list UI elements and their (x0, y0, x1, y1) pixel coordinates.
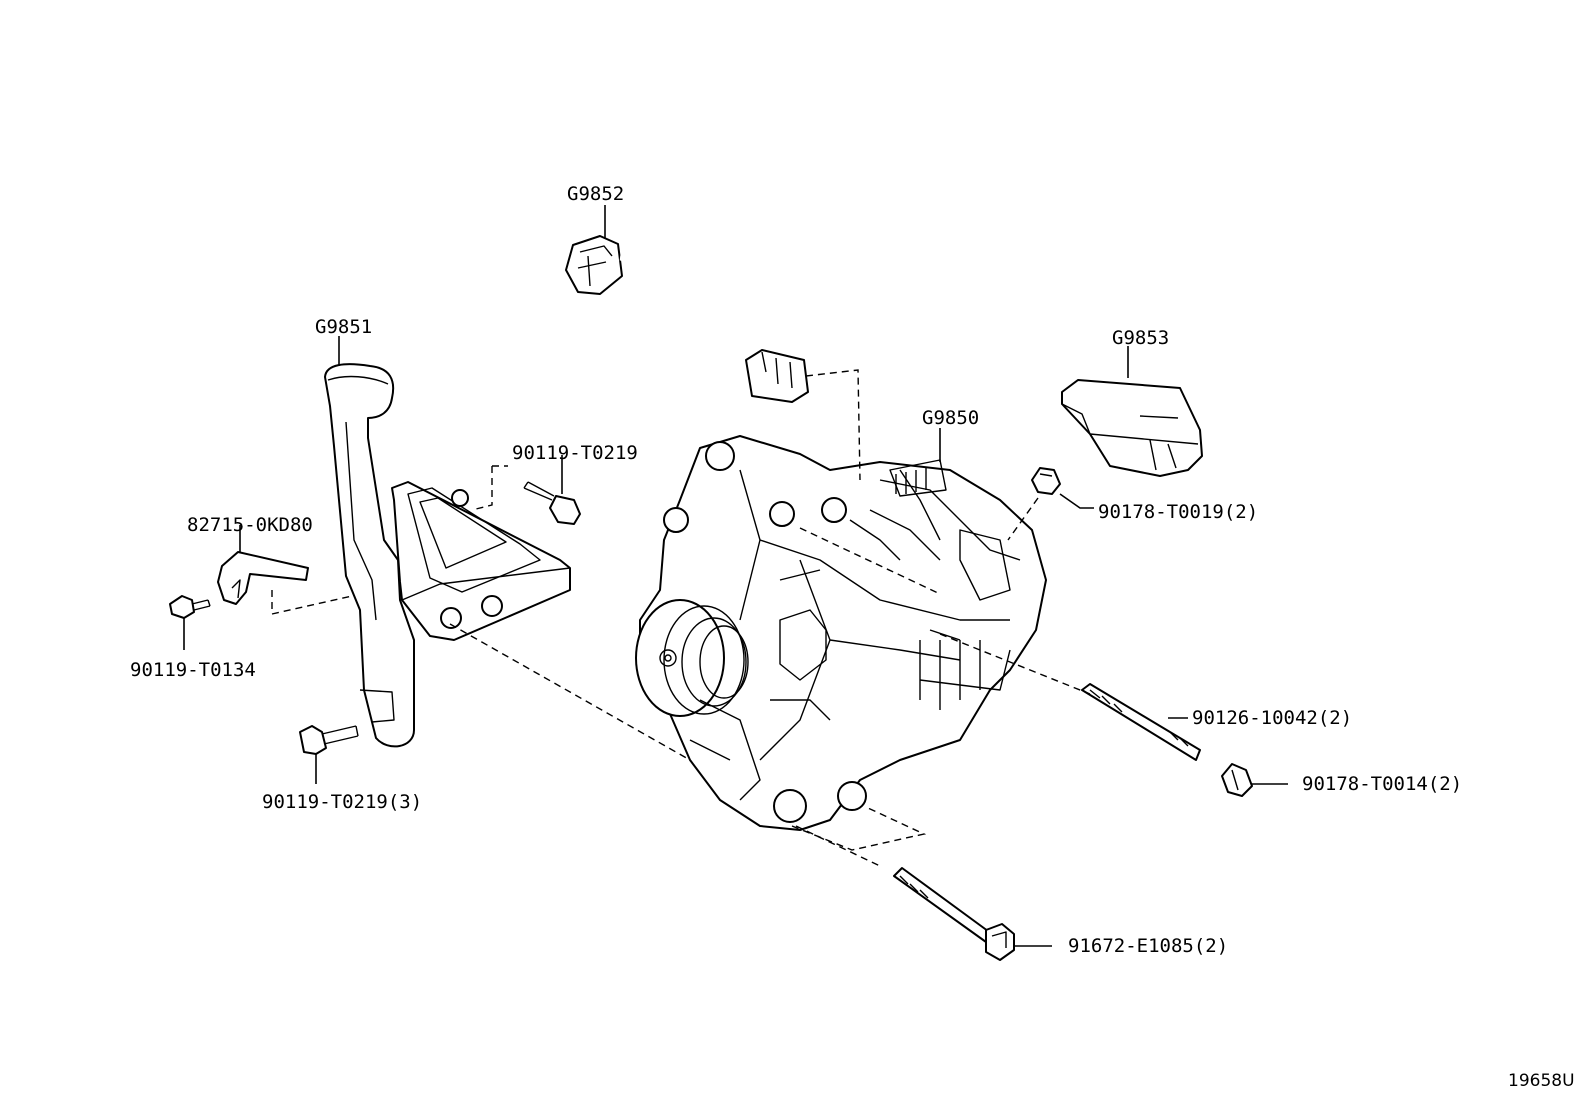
label-82715-0kd80: 82715-0KD80 (187, 514, 313, 536)
wire-harness-g9852[interactable] (565, 235, 809, 403)
diagram-code: 19658U (1508, 1071, 1575, 1091)
label-90119-t0134: 90119-T0134 (130, 659, 256, 681)
cover-g9853[interactable] (1061, 379, 1203, 477)
nut-90178-t0019[interactable] (1031, 467, 1061, 495)
bracket-g9851[interactable] (324, 363, 571, 748)
nut-90178-t0014[interactable] (1221, 763, 1253, 797)
label-90126-10042: 90126-10042(2) (1192, 707, 1352, 729)
stud-90126-10042[interactable] (1081, 683, 1201, 761)
alternator-g9850[interactable] (635, 435, 1047, 831)
bolt-91672-e1085[interactable] (893, 867, 1015, 961)
label-91672-e1085: 91672-E1085(2) (1068, 935, 1228, 957)
label-90119-t0219: 90119-T0219 (512, 442, 638, 464)
bolt-90119-t0219-3[interactable] (299, 725, 359, 755)
bolt-90119-t0134[interactable] (169, 595, 211, 619)
clamp-82715-0kd80[interactable] (217, 551, 309, 605)
label-g9852: G9852 (567, 183, 624, 205)
label-90178-t0019: 90178-T0019(2) (1098, 501, 1258, 523)
bolt-90119-t0219[interactable] (523, 481, 581, 525)
label-g9851: G9851 (315, 316, 372, 338)
label-90119-t0219-3: 90119-T0219(3) (262, 791, 422, 813)
label-g9853: G9853 (1112, 327, 1169, 349)
label-90178-t0014: 90178-T0014(2) (1302, 773, 1462, 795)
label-g9850: G9850 (922, 407, 979, 429)
